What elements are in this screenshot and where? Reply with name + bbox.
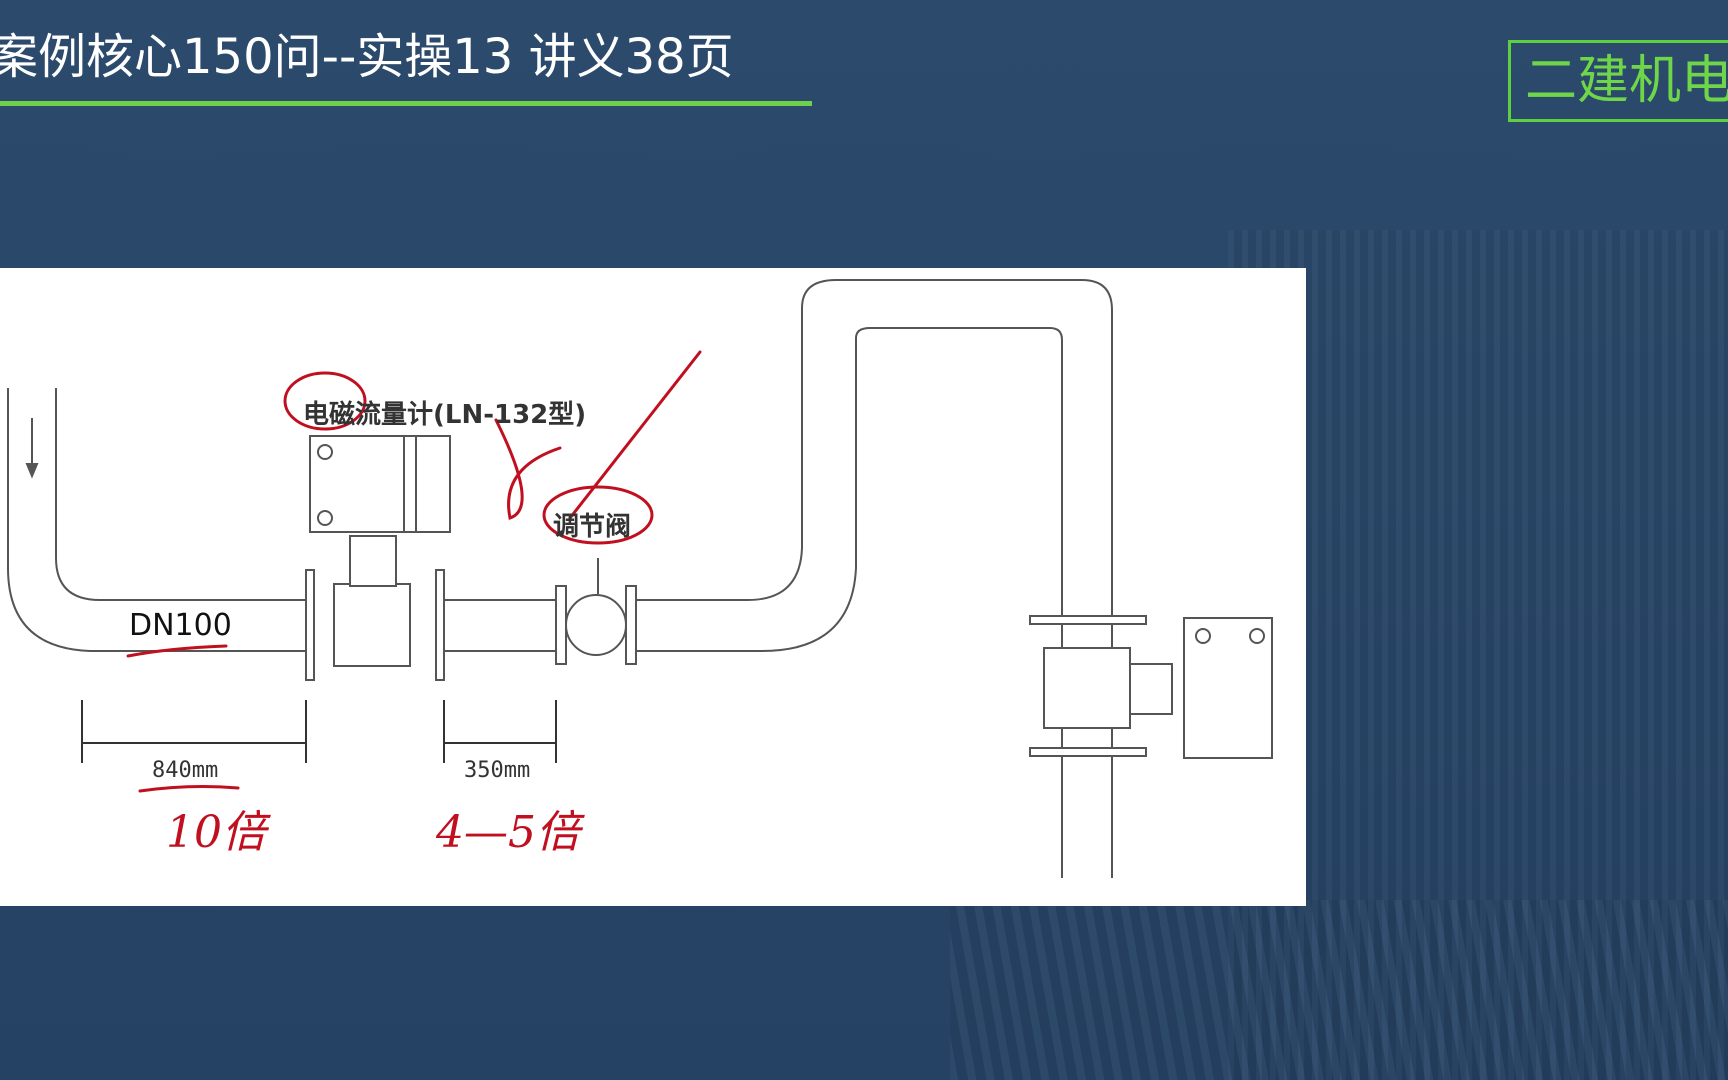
valve-label: 调节阀 — [553, 512, 632, 542]
flowmeter-label: 电磁流量计(LN-132型) — [303, 400, 587, 430]
pipe-between — [444, 599, 556, 652]
flow-arrow — [25, 418, 39, 479]
pipe-upstream-outer — [7, 388, 306, 652]
background-texture — [1228, 230, 1728, 1080]
dimension-lines — [81, 700, 557, 763]
annotation-circle-valve — [542, 485, 654, 545]
pipe-riser-inner — [636, 327, 1063, 878]
brand-badge: 二建机电 — [1508, 40, 1728, 122]
title-underline — [0, 101, 812, 106]
background-texture-bottom — [950, 900, 1728, 1080]
annotation-underline-840 — [138, 785, 240, 793]
pipe-size-label: DN100 — [129, 608, 232, 643]
vertical-flowmeter-symbol — [1029, 615, 1273, 759]
handwritten-note-downstream: 4—5倍 — [436, 807, 580, 858]
downstream-dimension-label: 350mm — [464, 758, 531, 783]
diagram-panel: 电磁流量计(LN-132型) 调节阀 DN100 840mm 350mm 10倍… — [0, 268, 1306, 906]
annotation-line — [568, 350, 702, 520]
pipe-riser-outer — [636, 279, 1113, 878]
handwritten-note-upstream: 10倍 — [166, 807, 266, 858]
handwritten-annotations — [126, 350, 702, 793]
control-valve-symbol — [555, 558, 637, 665]
pipe-diagram — [7, 279, 1273, 878]
annotation-circle-flowmeter — [283, 371, 367, 431]
annotation-underline-dn — [126, 644, 228, 658]
slide-title: 案例核心150问--实操13 讲义38页 — [0, 29, 734, 85]
flowmeter-symbol — [305, 435, 451, 681]
pipe-upstream-inner — [55, 388, 306, 601]
annotation-arrow — [494, 418, 562, 520]
upstream-dimension-label: 840mm — [152, 758, 219, 783]
